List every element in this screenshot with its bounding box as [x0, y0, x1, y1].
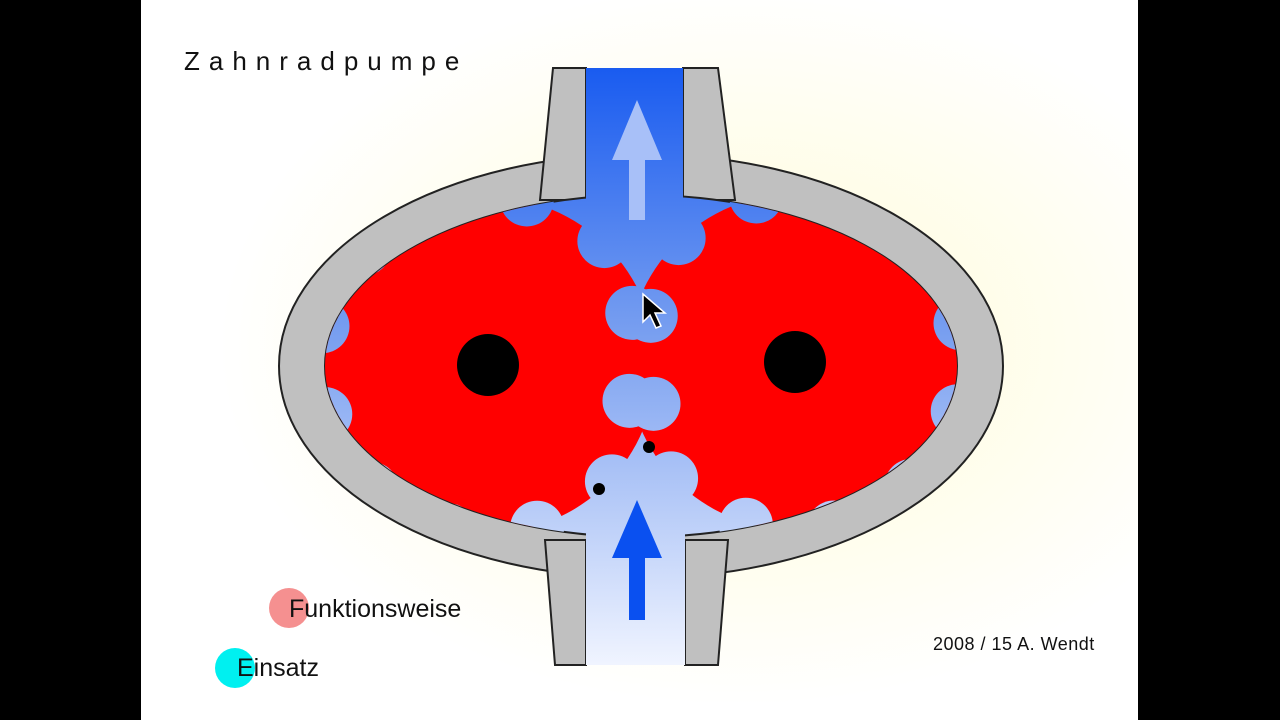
gear-tooth-gap [584, 454, 639, 509]
cyan-dot-icon [215, 648, 255, 688]
author-credit: 2008 / 15 A. Wendt [933, 634, 1095, 654]
einsatz-label: Einsatz [237, 654, 319, 682]
gear-tooth-gap [577, 214, 632, 269]
funktionsweise-label: Funktionsweise [289, 595, 462, 623]
gear-tooth-gap [644, 451, 699, 506]
mouse-cursor-icon [642, 292, 668, 329]
gear-tooth-gap [602, 373, 657, 428]
slide: Zahnradpumpe [141, 0, 1138, 720]
gear-shaft-2 [764, 331, 826, 393]
funktionsweise-button[interactable]: Funktionsweise [269, 588, 461, 628]
einsatz-button[interactable]: Einsatz [215, 648, 319, 688]
outlet-arrow [612, 100, 662, 220]
slide-title: Zahnradpumpe [184, 46, 469, 76]
marker-dot [643, 441, 655, 453]
inlet-arrow [612, 500, 662, 620]
marker-dot [593, 483, 605, 495]
gear-pump-diagram [278, 67, 1004, 666]
gear-tooth-gap [651, 211, 706, 266]
pink-dot-icon [269, 588, 309, 628]
gear-shaft-1 [457, 334, 519, 396]
gear-tooth-gap [718, 497, 773, 537]
